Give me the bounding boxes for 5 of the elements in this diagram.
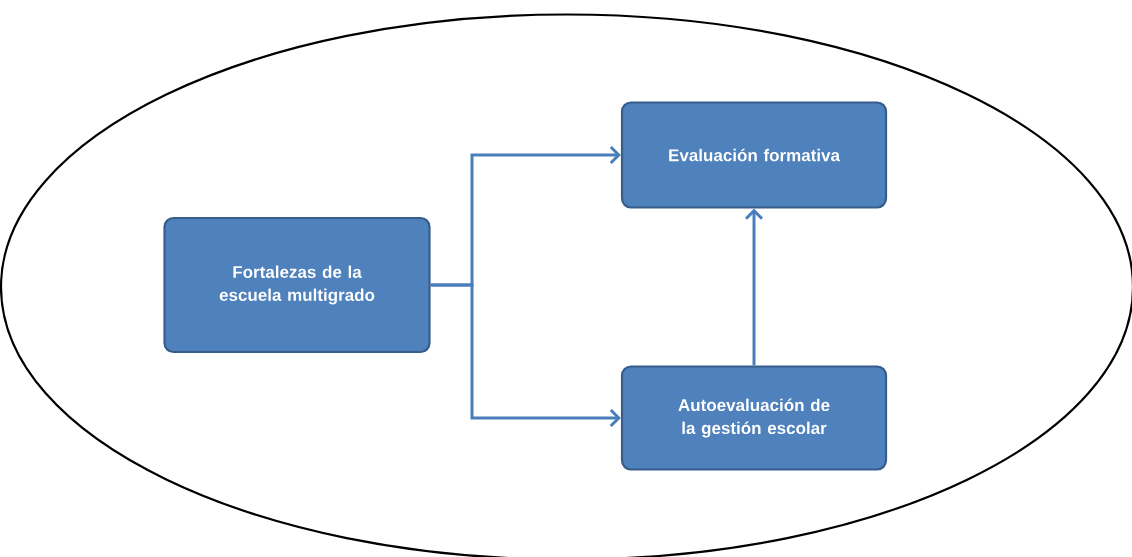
process-box: Autoevaluación de la gestión escolar	[620, 365, 888, 471]
arrow	[744, 208, 764, 366]
process-box: Fortalezas de la escuela multigrado	[163, 216, 431, 354]
arrow	[430, 283, 621, 428]
process-box: Evaluación formativa	[620, 101, 888, 209]
